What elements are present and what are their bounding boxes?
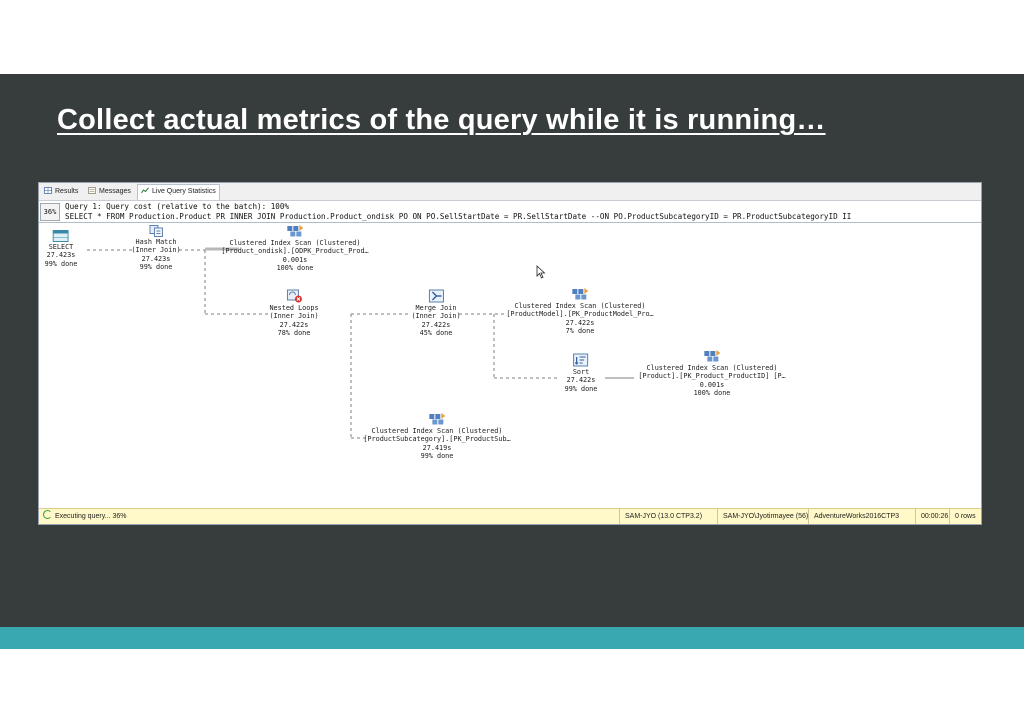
- merge-join-elapsed: 27.422s: [421, 320, 451, 329]
- sort-elapsed: 27.422s: [566, 376, 596, 385]
- plan-node-ci-scan-product[interactable]: Clustered Index Scan (Clustered) [Produc…: [638, 349, 786, 397]
- ci-scan-ondisk-elapsed: 0.001s: [282, 255, 308, 264]
- status-server: SAM-JYO (13.0 CTP3.2): [619, 509, 702, 524]
- grid-icon: [44, 187, 52, 194]
- status-user: SAM-JYO\Jyotirmayee (56): [717, 509, 808, 524]
- messages-icon: [88, 187, 96, 194]
- status-rows: 0 rows: [949, 509, 976, 524]
- nested-loops-join-type: (Inner Join): [269, 312, 319, 321]
- tab-messages-label: Messages: [99, 188, 131, 195]
- tab-results[interactable]: Results: [41, 185, 81, 198]
- ci-scan-product-progress: 100% done: [693, 388, 731, 397]
- clustered-index-scan-icon: [428, 413, 445, 425]
- ci-scan-model-object: [ProductModel].[PK_ProductModel_Pro…: [506, 310, 654, 319]
- sort-icon: [573, 353, 589, 367]
- hash-match-op-name: Hash Match: [135, 238, 177, 246]
- ci-scan-subcategory-object: [ProductSubcategory].[PK_ProductSub…: [363, 435, 511, 444]
- ssms-screenshot: Results Messages Live Query Statistics 3…: [38, 182, 982, 525]
- nested-loops-icon: [286, 289, 302, 303]
- ci-scan-subcategory-progress: 99% done: [420, 451, 454, 460]
- ci-scan-ondisk-op-name: Clustered Index Scan (Clustered): [229, 239, 361, 247]
- tab-live-query-statistics[interactable]: Live Query Statistics: [137, 184, 220, 200]
- select-op-name: SELECT: [48, 243, 74, 251]
- plan-node-ci-scan-ondisk[interactable]: Clustered Index Scan (Clustered) [Produc…: [221, 224, 369, 272]
- plan-node-nested-loops[interactable]: Nested Loops (Inner Join) 27.422s 78% do…: [269, 289, 319, 337]
- status-database: AdventureWorks2016CTP3: [808, 509, 899, 524]
- plan-node-ci-scan-subcategory[interactable]: Clustered Index Scan (Clustered) [Produc…: [363, 412, 511, 460]
- hash-match-elapsed: 27.423s: [141, 254, 171, 263]
- query-cost-line: Query 1: Query cost (relative to the bat…: [65, 202, 290, 211]
- select-table-icon: [53, 230, 69, 242]
- tab-messages[interactable]: Messages: [85, 185, 134, 198]
- plan-node-hash-match[interactable]: Hash Match (Inner Join) 27.423s 99% done: [131, 225, 181, 271]
- clustered-index-scan-icon: [286, 225, 303, 237]
- query-header: 36% Query 1: Query cost (relative to the…: [39, 201, 981, 223]
- select-elapsed: 27.423s: [46, 251, 76, 260]
- slide-accent-stripe: [0, 627, 1024, 649]
- ci-scan-model-op-name: Clustered Index Scan (Clustered): [514, 302, 646, 310]
- hash-match-join-type: (Inner Join): [131, 246, 181, 255]
- ci-scan-subcategory-op-name: Clustered Index Scan (Clustered): [371, 427, 503, 435]
- ci-scan-model-elapsed: 27.422s: [565, 318, 595, 327]
- merge-join-op-name: Merge Join: [415, 304, 457, 312]
- clustered-index-scan-icon: [703, 350, 720, 362]
- query-cost-percent: 36%: [40, 203, 60, 221]
- plan-node-select[interactable]: SELECT 27.423s 99% done: [44, 230, 78, 268]
- ci-scan-product-elapsed: 0.001s: [699, 380, 725, 389]
- ci-scan-subcategory-elapsed: 27.419s: [422, 443, 452, 452]
- query-sql-text: SELECT * FROM Production.Product PR INNE…: [65, 212, 852, 221]
- plan-connectors: [87, 247, 634, 439]
- execution-plan: SELECT 27.423s 99% done Hash Match (Inne…: [39, 223, 981, 508]
- ci-scan-ondisk-object: [Product_ondisk].[ODPK_Product_Prod…: [221, 247, 369, 256]
- execution-status: Executing query... 36%: [43, 509, 127, 524]
- nested-loops-progress: 78% done: [277, 328, 311, 337]
- select-progress: 99% done: [44, 259, 78, 268]
- slide-title: Collect actual metrics of the query whil…: [57, 104, 826, 136]
- merge-join-progress: 45% done: [419, 328, 453, 337]
- merge-join-icon: [428, 289, 444, 303]
- nested-loops-elapsed: 27.422s: [279, 320, 309, 329]
- results-tab-strip: Results Messages Live Query Statistics: [39, 183, 981, 201]
- nested-loops-op-name: Nested Loops: [269, 304, 319, 312]
- execution-status-text: Executing query... 36%: [55, 513, 127, 520]
- sort-op-name: Sort: [572, 368, 590, 376]
- plan-node-sort[interactable]: Sort 27.422s 99% done: [564, 353, 598, 393]
- hash-match-icon: [148, 225, 163, 237]
- status-bar: Executing query... 36% SAM-JYO (13.0 CTP…: [39, 508, 981, 524]
- ci-scan-model-progress: 7% done: [565, 326, 595, 335]
- tab-live-query-statistics-label: Live Query Statistics: [152, 188, 216, 195]
- status-elapsed: 00:00:26: [915, 509, 948, 524]
- ci-scan-product-op-name: Clustered Index Scan (Clustered): [646, 364, 778, 372]
- plan-node-ci-scan-model[interactable]: Clustered Index Scan (Clustered) [Produc…: [506, 287, 654, 335]
- tab-results-label: Results: [55, 188, 79, 195]
- clustered-index-scan-icon: [571, 288, 588, 300]
- merge-join-join-type: (Inner Join): [411, 312, 461, 321]
- sort-progress: 99% done: [564, 384, 598, 393]
- mouse-pointer-icon: [536, 265, 546, 279]
- live-stats-icon: [141, 187, 149, 194]
- hash-match-progress: 99% done: [139, 262, 173, 271]
- plan-node-merge-join[interactable]: Merge Join (Inner Join) 27.422s 45% done: [411, 289, 461, 337]
- ci-scan-ondisk-progress: 100% done: [276, 263, 314, 272]
- executing-spinner-icon: [43, 510, 52, 519]
- ci-scan-product-object: [Product].[PK_Product_ProductID] [P…: [638, 372, 786, 381]
